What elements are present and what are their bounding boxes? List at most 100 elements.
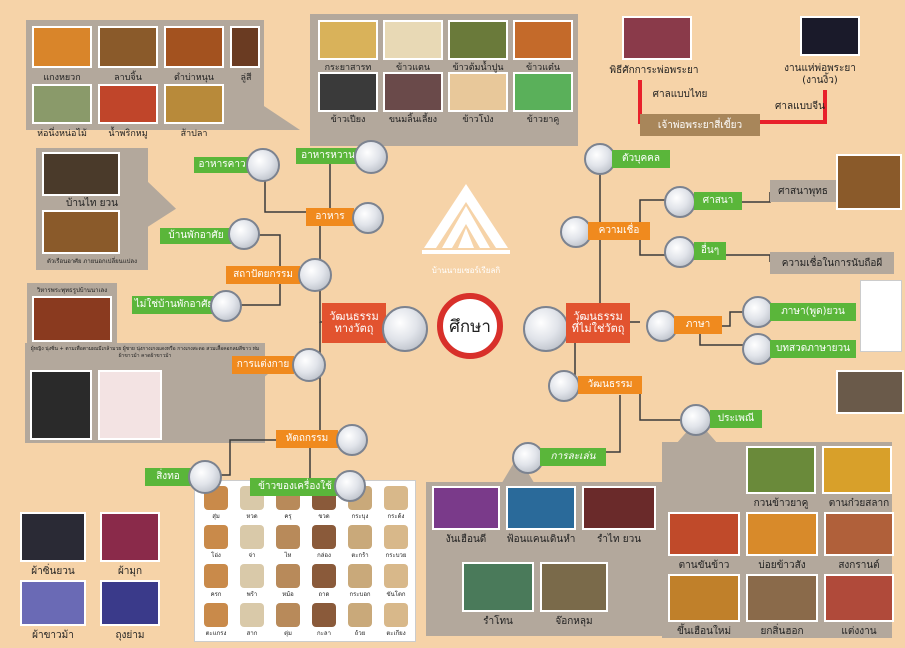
node-sweet-circle[interactable] — [354, 140, 388, 174]
performance-caption: รำโทน — [483, 616, 513, 627]
utensil-caption: สุ่ม — [212, 513, 220, 520]
node-dress: การแต่งกาย — [232, 356, 294, 374]
node-belief-circle[interactable] — [560, 216, 592, 248]
node-non-residence-circle[interactable] — [210, 290, 242, 322]
node-residence: บ้านพักอาศัย — [160, 228, 232, 244]
tradition-photo — [746, 574, 818, 622]
utensil-photo — [384, 486, 408, 510]
tangible-hub-circle[interactable] — [382, 306, 428, 352]
utensil-caption: หวด — [246, 513, 258, 520]
house-caption: ตัวเรือนอาศัย ภายนอกเปลี่ยนแปลง — [46, 258, 138, 265]
node-utensils: ข้าวของเครื่องใช้ — [250, 478, 340, 496]
tradition-photo — [668, 574, 740, 622]
node-savory-circle[interactable] — [246, 148, 280, 182]
dish-caption: น้ำพริกหมู — [108, 129, 148, 139]
node-food-circle[interactable] — [352, 202, 384, 234]
utensil-caption: กะลา — [317, 630, 331, 637]
sweet-caption: ข้าวแตน — [395, 63, 431, 73]
node-residence-circle[interactable] — [228, 218, 260, 250]
temple-photo — [836, 154, 902, 210]
node-utensils-circle[interactable] — [334, 470, 366, 502]
lord-label: เจ้าพ่อพระยาสี่เขี้ยว — [640, 114, 760, 136]
utensil-caption: ตะกร้า — [351, 552, 369, 559]
node-crafts-circle[interactable] — [336, 424, 368, 456]
node-other-circle[interactable] — [664, 236, 696, 268]
node-architecture: สถาปัตยกรรม — [226, 266, 300, 284]
tradition-photo — [824, 574, 894, 622]
utensil-caption: กล่อง — [317, 552, 331, 559]
node-spoken: ภาษา(พูด)ยวน — [770, 303, 856, 321]
node-performance: การละเล่น — [540, 448, 606, 466]
node-person: ตัวบุคคล — [612, 150, 670, 168]
utensil-caption: ครก — [210, 591, 222, 598]
food-photo — [98, 26, 158, 68]
textile-caption: ผ้าขาวม้า — [32, 630, 74, 641]
node-crafts: หัตถกรรม — [276, 430, 338, 448]
tradition-caption: กวนข้าวยาคู — [753, 498, 809, 509]
node-language: ภาษา — [674, 316, 722, 334]
tradition-caption: ขึ้นเฮือนใหม่ — [676, 626, 732, 637]
utensil-photo — [240, 525, 264, 549]
textile-caption: ถุงย่าม — [115, 630, 145, 641]
utensil-caption: ครุ — [284, 513, 292, 520]
dress-photo — [30, 370, 92, 440]
node-language-circle[interactable] — [646, 310, 678, 342]
utensil-caption: สาก — [246, 630, 258, 637]
utensil-photo — [384, 603, 408, 627]
sweet-caption: ข้าวต้มน้ำปูน — [452, 63, 504, 73]
food-photo — [164, 84, 224, 124]
performance-caption: จ๊อกหลุม — [555, 616, 593, 627]
intangible-hub: วัฒนธรรม ที่ไม่ใช่วัตถุ — [566, 303, 630, 343]
sweet-caption: ข้าวยาคู — [526, 115, 560, 125]
tradition-caption: ตานขันข้าว — [678, 560, 730, 571]
node-tradition-circle[interactable] — [680, 404, 712, 436]
food-photo — [32, 26, 92, 68]
performance-caption: รำไท ยวน — [596, 534, 642, 545]
node-architecture-circle[interactable] — [298, 258, 332, 292]
intangible-hub-circle[interactable] — [523, 306, 569, 352]
tangible-hub: วัฒนธรรม ทางวัตถุ — [322, 303, 386, 343]
utensil-photo — [276, 564, 300, 588]
sweet-photo — [448, 72, 508, 112]
node-religion-circle[interactable] — [664, 186, 696, 218]
node-religion: ศาสนา — [694, 192, 742, 210]
utensil-photo — [204, 603, 228, 627]
dish-caption: ลาบจิ้น — [114, 73, 142, 83]
utensil-photo — [276, 525, 300, 549]
node-culture-circle[interactable] — [548, 370, 580, 402]
utensil-caption: ตุ่ม — [284, 630, 292, 637]
house-photo — [42, 152, 120, 196]
utensil-caption: จ่า — [248, 552, 256, 559]
dish-caption: ส้าปลา — [180, 129, 208, 139]
performance-photo — [540, 562, 608, 612]
village-logo — [422, 184, 510, 254]
sweet-photo — [383, 20, 443, 60]
textile-photo — [100, 580, 160, 626]
node-spoken-circle[interactable] — [742, 296, 774, 328]
utensil-caption: ตะแกรง — [205, 630, 227, 637]
node-non-residence: ไม่ใช่บ้านพักอาศัย — [132, 296, 216, 314]
tradition-photo — [822, 446, 892, 494]
food-photo — [230, 26, 260, 68]
sweet-photo — [513, 72, 573, 112]
house-photo — [42, 210, 120, 254]
performance-caption: ฟ้อนแคนเดินหำ — [506, 534, 576, 545]
node-weaving-circle[interactable] — [188, 460, 222, 494]
node-dress-circle[interactable] — [292, 348, 326, 382]
festival-label: งานแห่พ่อพระยา (งานงิ้ว) — [784, 63, 856, 86]
dress-photo — [98, 370, 162, 440]
utensil-caption: กระบอก — [349, 591, 371, 598]
dress-caption: ผู้หญิง นุ่งซิ่น + ตามเพื่อตามผมมีเกล้าม… — [30, 346, 260, 359]
textile-photo — [100, 512, 160, 562]
utensil-caption: กระบุง — [351, 513, 369, 520]
tradition-caption: บ่อยข้าวสัง — [758, 560, 806, 571]
textile-photo — [20, 580, 86, 626]
utensil-grid — [194, 480, 416, 642]
sweet-photo — [383, 72, 443, 112]
sweet-caption: ข้าวโป่ง — [462, 115, 494, 125]
textile-caption: ผ้ามุก — [117, 566, 143, 577]
dish-caption: แกงหยวก — [43, 73, 81, 83]
utensil-photo — [312, 603, 336, 627]
utensil-caption: พร้า — [246, 591, 258, 598]
